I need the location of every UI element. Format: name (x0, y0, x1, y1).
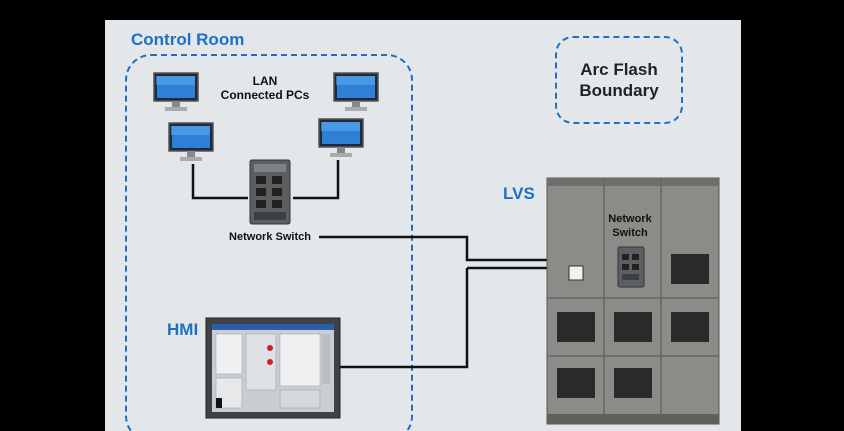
network-switch-icon (617, 246, 645, 288)
monitor-icon (153, 72, 199, 111)
lvs-network-switch-label-line2: Switch (612, 227, 648, 239)
network-switch-icon (249, 159, 291, 225)
hmi-label: HMI (167, 320, 199, 339)
lvs-label: LVS (503, 184, 535, 203)
arc-flash-boundary (555, 36, 683, 124)
lan-label-line2: Connected PCs (220, 88, 310, 102)
lvs-network-switch-label-line1: Network (608, 213, 652, 225)
hmi-panel-icon (205, 317, 341, 419)
arc-flash-label-line2: Boundary (579, 81, 659, 100)
monitor-icon (318, 118, 364, 157)
arc-flash-label-line1: Arc Flash (580, 60, 658, 79)
control-room-boundary (125, 54, 413, 431)
lan-label: LAN Connected PCs (205, 74, 325, 102)
network-switch-label: Network Switch (229, 231, 311, 243)
monitor-icon (168, 122, 214, 161)
lvs-network-switch-label: Network Switch (597, 212, 663, 240)
arc-flash-label: Arc Flash Boundary (557, 59, 681, 101)
monitor-icon (333, 72, 379, 111)
switchgear-cabinet-icon (546, 177, 720, 425)
lan-label-line1: LAN (252, 74, 278, 88)
control-room-label: Control Room (131, 30, 245, 49)
diagram-slide: Control Room LAN Connected PCs (105, 20, 741, 431)
